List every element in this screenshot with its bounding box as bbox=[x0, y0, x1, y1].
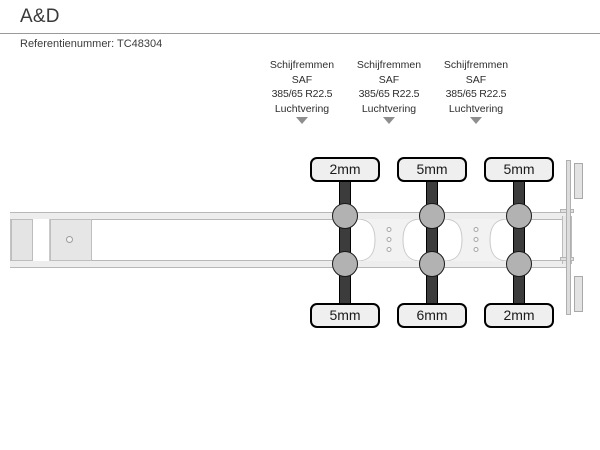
page-title: A&D bbox=[20, 6, 60, 27]
triangle-down-icon bbox=[470, 117, 482, 124]
axle-1 bbox=[332, 150, 358, 330]
axle-tire-size-2: 385/65 R22.5 bbox=[358, 88, 420, 100]
wheel-hub-3-top bbox=[506, 203, 532, 229]
wheel-hub-2-top bbox=[419, 203, 445, 229]
axle-2 bbox=[419, 150, 445, 330]
axle-make-2: SAF bbox=[378, 73, 400, 86]
rear-light-tab-top bbox=[574, 163, 583, 199]
chassis-rail-top bbox=[10, 212, 570, 220]
wheel-hub-1-top bbox=[332, 203, 358, 229]
axle-suspension-2: Luchtvering bbox=[361, 102, 417, 115]
axle-tire-size-1: 385/65 R22.5 bbox=[271, 88, 333, 100]
axle-brakes-2: Schijfremmen bbox=[356, 59, 422, 71]
triangle-down-icon bbox=[296, 117, 308, 124]
axle-brakes-1: Schijfremmen bbox=[269, 59, 335, 71]
tread-depth-axle-2-top: 5mm bbox=[397, 157, 467, 182]
tread-depth-axle-2-bottom: 6mm bbox=[397, 303, 467, 328]
tread-depth-axle-3-top: 5mm bbox=[484, 157, 554, 182]
suspension-bracket-1 bbox=[357, 219, 421, 261]
bracket-hole-icon bbox=[473, 237, 479, 242]
rear-bumper-post bbox=[566, 160, 571, 315]
axle-suspension-3: Luchtvering bbox=[448, 102, 504, 115]
axle-suspension-1: Luchtvering bbox=[274, 102, 330, 115]
axle-make-1: SAF bbox=[291, 73, 313, 86]
axle-bar-3 bbox=[513, 174, 525, 309]
suspension-bracket-2 bbox=[444, 219, 508, 261]
axle-annotation-1: Schijfremmen SAF 385/65 R22.5 Luchtverin… bbox=[258, 58, 346, 124]
axle-bar-2 bbox=[426, 174, 438, 309]
axle-make-3: SAF bbox=[465, 73, 487, 86]
triangle-down-icon bbox=[383, 117, 395, 124]
wheel-hub-2-bottom bbox=[419, 251, 445, 277]
axle-tire-size-3: 385/65 R22.5 bbox=[445, 88, 507, 100]
reference-number: Referentienummer: TC48304 bbox=[20, 38, 163, 50]
bracket-hole-icon bbox=[473, 227, 479, 232]
tread-depth-axle-1-bottom: 5mm bbox=[310, 303, 380, 328]
axle-3 bbox=[506, 150, 532, 330]
bracket-hole-group bbox=[473, 227, 479, 257]
front-gap-panel bbox=[33, 219, 50, 261]
axle-annotation-3: Schijfremmen SAF 385/65 R22.5 Luchtverin… bbox=[432, 58, 520, 124]
axle-bar-1 bbox=[339, 174, 351, 309]
bracket-hole-icon bbox=[386, 227, 392, 232]
wheel-hub-1-bottom bbox=[332, 251, 358, 277]
bracket-hole-icon bbox=[473, 247, 479, 252]
bracket-hole-group bbox=[386, 227, 392, 257]
wheel-hub-3-bottom bbox=[506, 251, 532, 277]
rear-light-tab-bottom bbox=[574, 276, 583, 312]
bracket-hole-icon bbox=[386, 247, 392, 252]
bracket-hole-icon bbox=[386, 237, 392, 242]
axle-annotation-2: Schijfremmen SAF 385/65 R22.5 Luchtverin… bbox=[345, 58, 433, 124]
axle-brakes-3: Schijfremmen bbox=[443, 59, 509, 71]
chassis-rail-bottom bbox=[10, 260, 570, 268]
kingpin-hole-icon bbox=[66, 236, 73, 243]
header-divider bbox=[0, 33, 600, 34]
tread-depth-axle-3-bottom: 2mm bbox=[484, 303, 554, 328]
front-nose-plate bbox=[11, 219, 33, 261]
tread-depth-axle-1-top: 2mm bbox=[310, 157, 380, 182]
